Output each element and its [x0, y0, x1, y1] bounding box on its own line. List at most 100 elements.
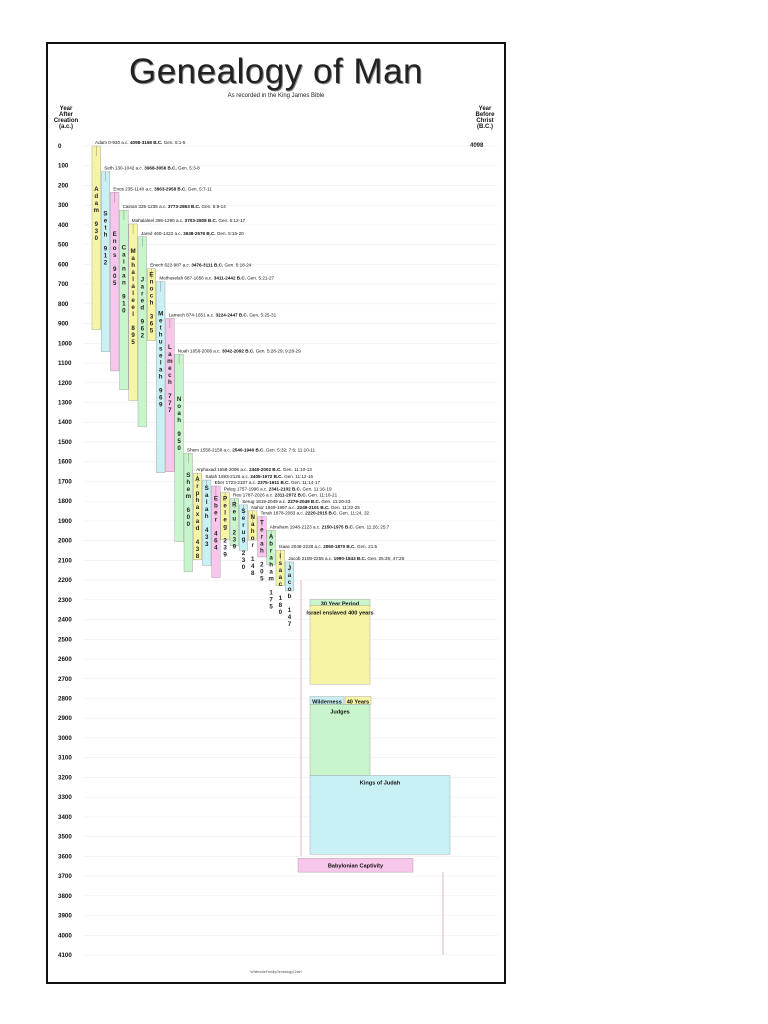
y-tick-label: 1600	[58, 459, 72, 466]
person-label: Salah 1693-2126 a.c. 2405-1972 B.C. Gen.…	[205, 474, 313, 479]
person-name-letter: a	[177, 410, 181, 417]
y-tick-label: 2100	[58, 557, 72, 564]
person-name-letter: R	[232, 502, 237, 509]
person-name-letter: e	[104, 218, 108, 225]
y-tick-label: 4100	[58, 952, 72, 959]
y-tick-label: 3100	[58, 755, 72, 762]
person-name-letter: h	[269, 561, 273, 568]
person-name-letter: a	[122, 272, 126, 279]
person-name-letter: a	[279, 574, 283, 581]
y-tick-label: 4000	[58, 932, 72, 939]
y-tick-label: 800	[58, 301, 69, 308]
y-tick-label: 1000	[58, 340, 72, 347]
right-axis-label-line: (B.C.)	[477, 124, 493, 130]
y-tick-label: 3500	[58, 834, 72, 841]
person-name-letter: 9	[159, 387, 163, 394]
person-name-letter: u	[232, 516, 236, 523]
period-label: Wilderness	[312, 699, 342, 705]
person-name-letter: 6	[214, 537, 218, 544]
person-name-letter: E	[113, 231, 117, 238]
y-tick-label: 1100	[58, 360, 72, 367]
person-name-letter: 9	[223, 552, 227, 559]
page-title: Genealogy of Man	[128, 52, 423, 91]
person-name-letter: s	[279, 560, 283, 567]
person-name-letter: h	[159, 331, 163, 338]
person-label: Isaac 2048-2228 a.c. 2050-1870 B.C. Gen.…	[279, 544, 378, 549]
person-name-letter: 0	[113, 273, 117, 280]
person-name-letter: t	[104, 225, 106, 232]
lifespan-bar	[275, 549, 285, 586]
left-axis-label-line: Year	[59, 106, 73, 112]
person-name-letter: e	[214, 509, 218, 516]
lifespan-bar	[101, 171, 111, 352]
person-name-letter: h	[186, 479, 190, 486]
left-axis-label-line: (a.c.)	[58, 124, 73, 130]
person-name-letter: o	[113, 245, 117, 252]
y-tick-label: 300	[58, 202, 69, 209]
person-label: Seth 130-1042 a.c. 3968-3056 B.C. Gen. 5…	[104, 166, 200, 171]
y-tick-label: 600	[58, 261, 69, 268]
person-name-letter: a	[288, 572, 292, 579]
person-name-letter: c	[150, 293, 154, 300]
person-name-letter: 7	[168, 400, 172, 407]
person-name-letter: l	[132, 311, 134, 318]
person-name-letter: 2	[233, 530, 237, 537]
person-name-letter: C	[122, 244, 127, 251]
right-axis-label: Year Before Christ (B.C.)	[468, 106, 502, 130]
person-name-letter: a	[131, 255, 135, 262]
person-name-letter: S	[103, 211, 107, 218]
person-name-letter: u	[242, 529, 246, 536]
person-name-letter: n	[150, 279, 154, 286]
person-name-letter: M	[158, 310, 163, 317]
person-name-letter: 1	[269, 589, 273, 596]
person-name-letter: b	[269, 540, 273, 547]
period-bar	[297, 858, 414, 873]
person-name-letter: h	[168, 379, 172, 386]
person-name-letter: m	[268, 575, 274, 582]
y-tick-label: 2600	[58, 656, 72, 663]
person-name-letter: a	[131, 269, 135, 276]
person-label: Noah 1056-2006 a.c. 3042-2092 B.C. Gen. …	[178, 348, 301, 353]
person-name-letter: b	[288, 593, 292, 600]
person-name-letter: 0	[242, 564, 246, 571]
y-tick-label: 2300	[58, 597, 72, 604]
person-name-letter: a	[131, 283, 135, 290]
person-name-letter: 7	[168, 407, 172, 414]
person-name-letter: a	[251, 521, 255, 528]
y-tick-label: 3600	[58, 853, 72, 860]
person-name-letter: 8	[131, 325, 135, 332]
person-name-letter: a	[122, 251, 126, 258]
right-axis-label-line: Before	[475, 112, 495, 118]
person-name-letter: r	[242, 522, 245, 529]
person-name-letter: 8	[196, 553, 200, 560]
person-name-letter: r	[196, 483, 199, 490]
person-name-letter: e	[131, 304, 135, 311]
person-label: Abraham 1948-2123 a.c. 2150-1975 B.C. Ge…	[270, 524, 390, 529]
genealogy-poster: Genealogy of Man As recorded in the King…	[46, 42, 506, 984]
person-name-letter: 1	[122, 300, 126, 307]
person-name-letter: 9	[233, 544, 237, 551]
person-label: Jared 460-1422 a.c. 3638-2676 B.C. Gen. …	[141, 231, 244, 236]
person-name-letter: c	[288, 579, 292, 586]
person-name-letter: u	[159, 338, 163, 345]
person-name-letter: o	[288, 586, 292, 593]
person-name-letter: 9	[122, 293, 126, 300]
page-subtitle: As recorded in the King James Bible	[227, 93, 325, 99]
person-name-letter: a	[269, 568, 273, 575]
person-name-letter: 2	[104, 260, 108, 267]
person-name-letter: t	[160, 324, 162, 331]
right-axis-label-line: Christ	[476, 118, 494, 124]
person-name-letter: h	[177, 417, 181, 424]
y-tick-label: 1700	[58, 478, 72, 485]
person-name-letter: c	[279, 581, 283, 588]
person-name-letter: a	[168, 351, 172, 358]
person-name-letter: e	[187, 486, 191, 493]
period-label: Judges	[330, 709, 350, 715]
y-tick-label: 2000	[58, 538, 72, 545]
person-name-letter: 3	[196, 546, 200, 553]
person-name-letter: N	[250, 514, 255, 521]
person-name-letter: 3	[205, 534, 209, 541]
person-name-letter: e	[131, 297, 135, 304]
person-name-letter: m	[167, 358, 173, 365]
person-name-letter: c	[168, 372, 172, 379]
